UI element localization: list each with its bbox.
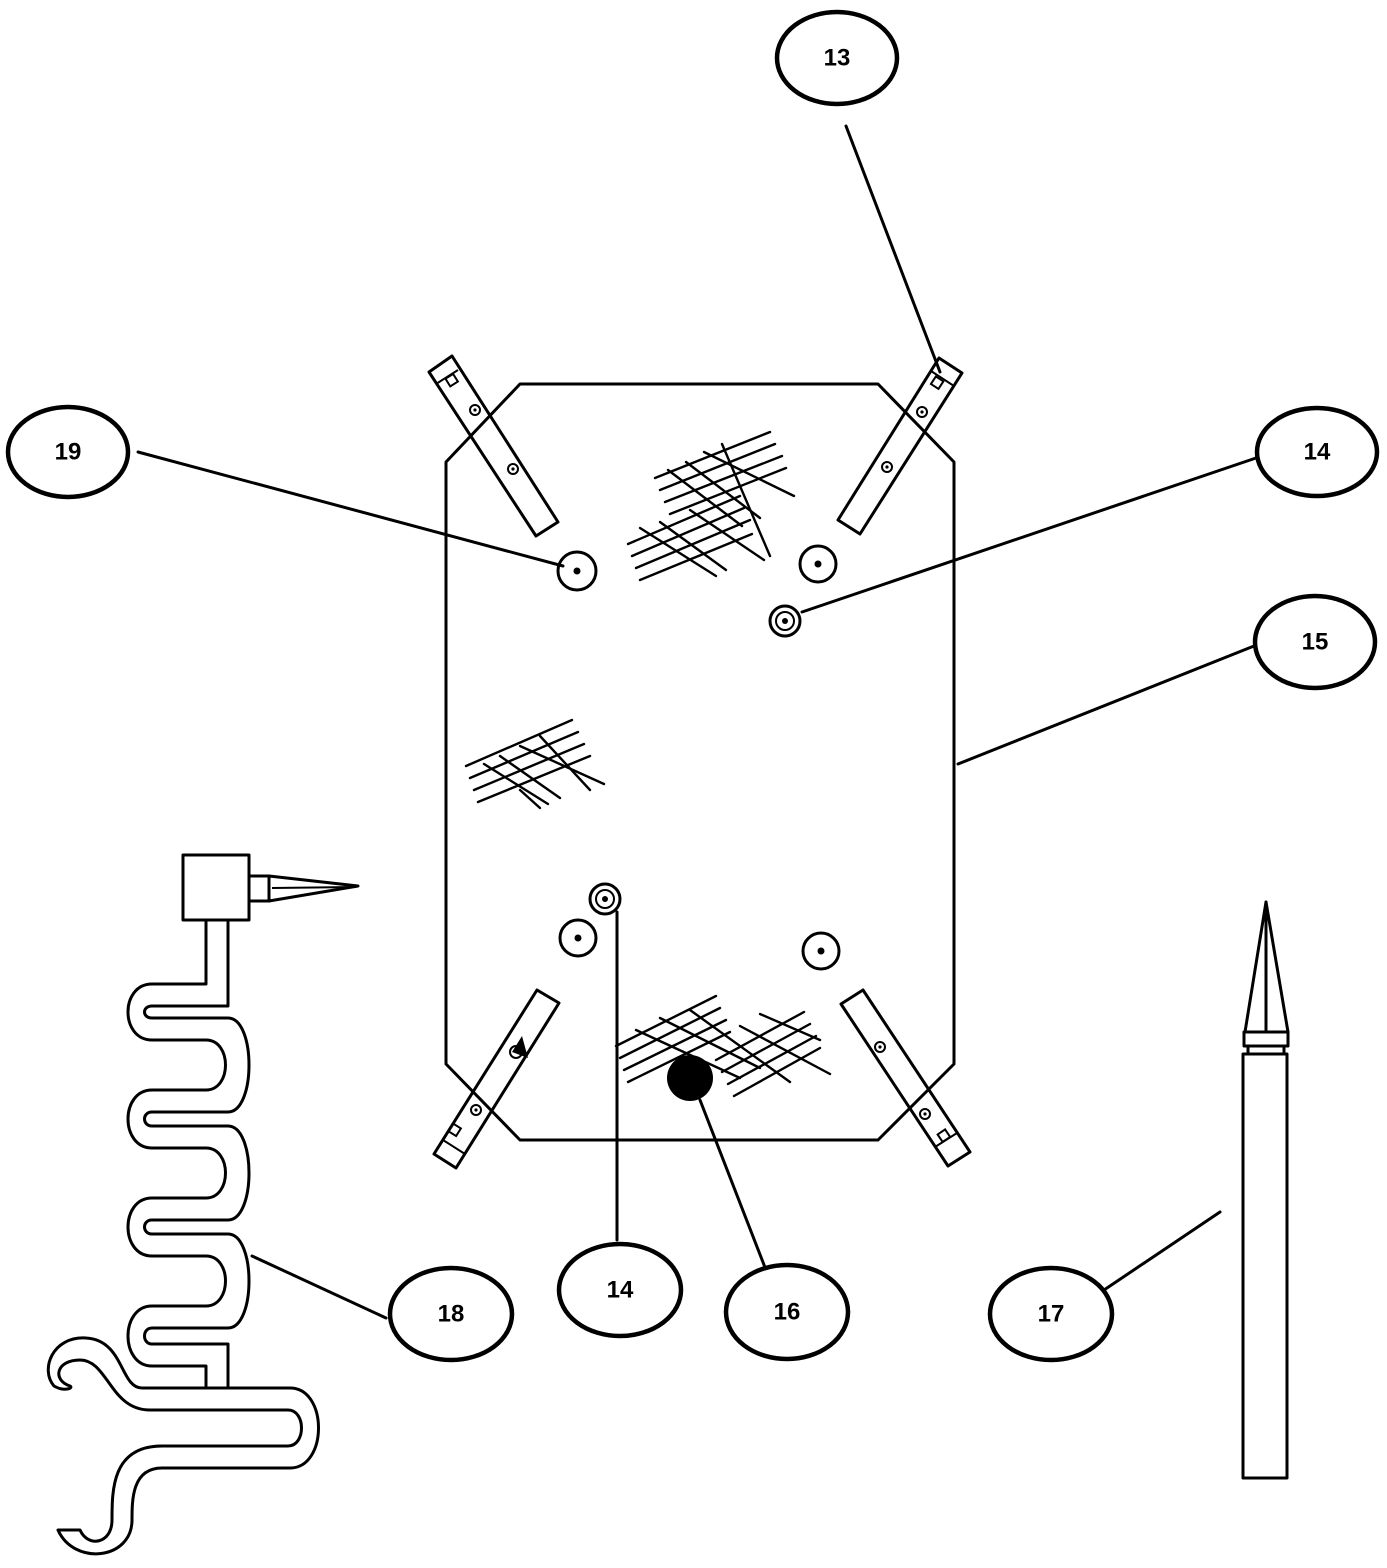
snap-top-right bbox=[798, 544, 838, 584]
callout-15: 15 bbox=[1252, 593, 1378, 691]
callout-19-label: 19 bbox=[55, 438, 82, 465]
eyelet-14-top bbox=[768, 604, 802, 638]
snap-bottom-right bbox=[801, 931, 841, 971]
callout-13-label: 13 bbox=[824, 44, 851, 71]
callout-16-label: 16 bbox=[774, 1298, 801, 1325]
callout-13: 13 bbox=[774, 9, 900, 107]
snap-19 bbox=[556, 550, 598, 592]
strap-bottom-right bbox=[839, 988, 972, 1168]
strap-top-left bbox=[427, 354, 560, 538]
callout-14-bottom-label: 14 bbox=[607, 1276, 634, 1303]
callout-14-top-label: 14 bbox=[1304, 438, 1331, 465]
callout-18: 18 bbox=[387, 1265, 515, 1363]
callout-17-label: 17 bbox=[1038, 1300, 1065, 1327]
strap-top-right bbox=[836, 356, 964, 536]
callout-16: 16 bbox=[723, 1262, 851, 1362]
plate-outline bbox=[444, 382, 956, 1142]
callout-19: 19 bbox=[5, 404, 131, 500]
leader-lines bbox=[136, 124, 1258, 1320]
tool-17 bbox=[1241, 900, 1290, 1480]
callout-14-top: 14 bbox=[1254, 405, 1380, 499]
callout-14-bottom: 14 bbox=[556, 1241, 684, 1339]
mesh-top bbox=[626, 430, 796, 582]
mesh-left bbox=[464, 718, 606, 810]
callout-17: 17 bbox=[987, 1265, 1115, 1363]
mesh-bottom bbox=[614, 994, 832, 1098]
black-dot-16 bbox=[667, 1055, 713, 1101]
tube-18 bbox=[46, 853, 360, 1556]
callout-18-label: 18 bbox=[438, 1300, 465, 1327]
eyelet-14-bottom bbox=[588, 882, 622, 916]
snap-bottom-left bbox=[558, 918, 598, 958]
callout-15-label: 15 bbox=[1302, 628, 1329, 655]
strap-bottom-left bbox=[432, 988, 561, 1170]
